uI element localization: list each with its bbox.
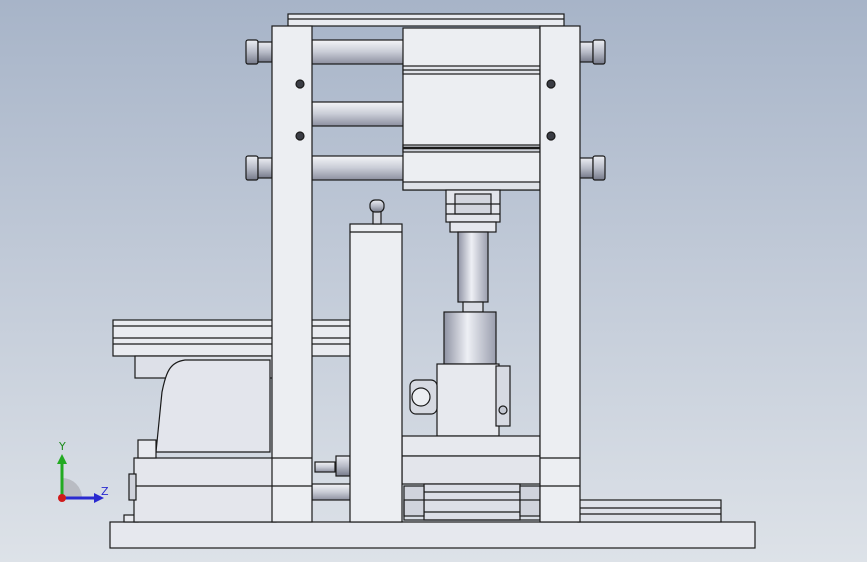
lower-platform-base: [401, 455, 541, 485]
inner-column: [349, 223, 403, 523]
nut-left-bottom: [245, 155, 259, 181]
slide-table-lower-block: [133, 457, 277, 523]
actuator-box: [423, 483, 521, 521]
nut-right-bottom: [578, 157, 594, 179]
slide-table-support: [155, 359, 271, 453]
nut-right-top: [578, 41, 594, 63]
upright-right: [539, 25, 581, 523]
piston-rod: [457, 231, 489, 303]
column-cap: [369, 199, 385, 213]
right-gauge: [495, 365, 511, 427]
y-axis-label: Y: [59, 440, 66, 453]
press-body: [436, 363, 500, 437]
nut-left-top: [245, 39, 259, 65]
lower-block-clamp: [137, 439, 157, 459]
base-rail: [577, 499, 722, 523]
guide-rod-middle: [311, 101, 406, 127]
lower-nut: [335, 455, 351, 477]
upright-left: [271, 25, 313, 523]
press-head: [443, 311, 497, 365]
axis-triad: Y Z: [50, 440, 120, 510]
z-axis-label: Z: [101, 485, 109, 498]
lower-rod: [311, 483, 353, 501]
side-knob: [128, 473, 137, 501]
lower-platform: [401, 435, 541, 457]
base-plate: [109, 521, 756, 549]
top-plate: [287, 13, 565, 27]
cylinder-body: [402, 27, 541, 191]
guide-rod-top: [311, 39, 406, 65]
guide-rod-bottom: [311, 155, 406, 181]
axis-triad-graphic: [57, 454, 104, 503]
